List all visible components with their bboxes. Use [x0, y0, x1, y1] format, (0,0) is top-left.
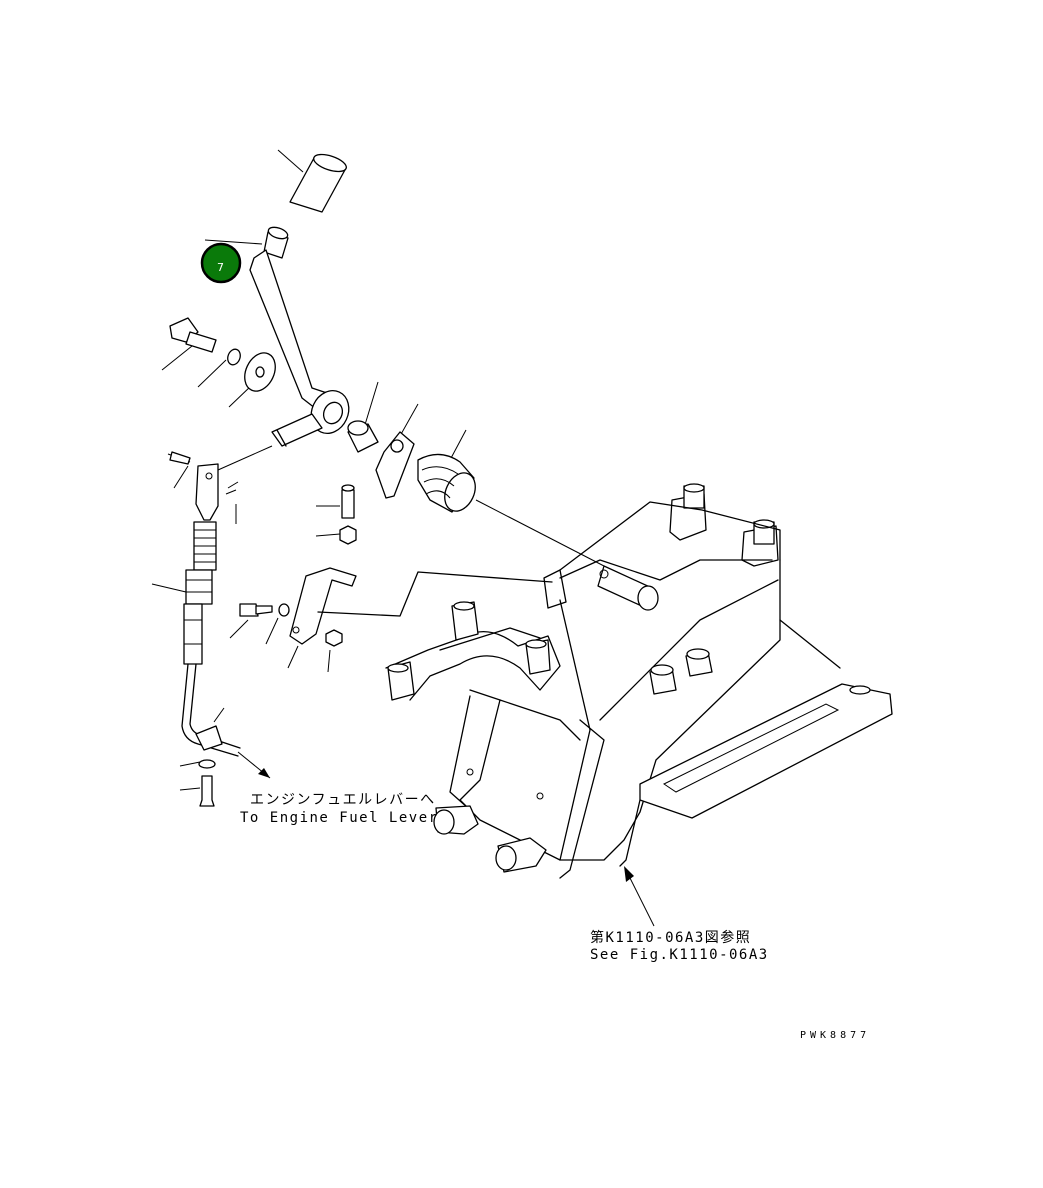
- cable-bracket: [229, 484, 553, 673]
- see-fig-label-ja: 第K1110-06A3図参照: [590, 929, 751, 946]
- lever-knob: [277, 149, 347, 213]
- rubber-boot: [417, 429, 605, 567]
- callout-number: 7: [217, 261, 224, 274]
- callout-circle[interactable]: [200, 242, 242, 284]
- see-fig-label-en: See Fig.K1110-06A3: [590, 947, 769, 963]
- stopper-plate: [375, 403, 419, 499]
- callout-marker[interactable]: 7: [200, 242, 242, 284]
- fuel-lever-label-en: To Engine Fuel Lever: [240, 810, 439, 826]
- drawing-code: PWK8877: [800, 1030, 870, 1041]
- pivot-bolt: [161, 317, 276, 408]
- control-cable: [151, 451, 271, 807]
- lever-frame: [385, 483, 893, 927]
- fuel-lever-label-ja: エンジンフュエルレバーへ: [250, 792, 436, 808]
- bushing: [347, 381, 379, 453]
- control-lever: [204, 226, 350, 471]
